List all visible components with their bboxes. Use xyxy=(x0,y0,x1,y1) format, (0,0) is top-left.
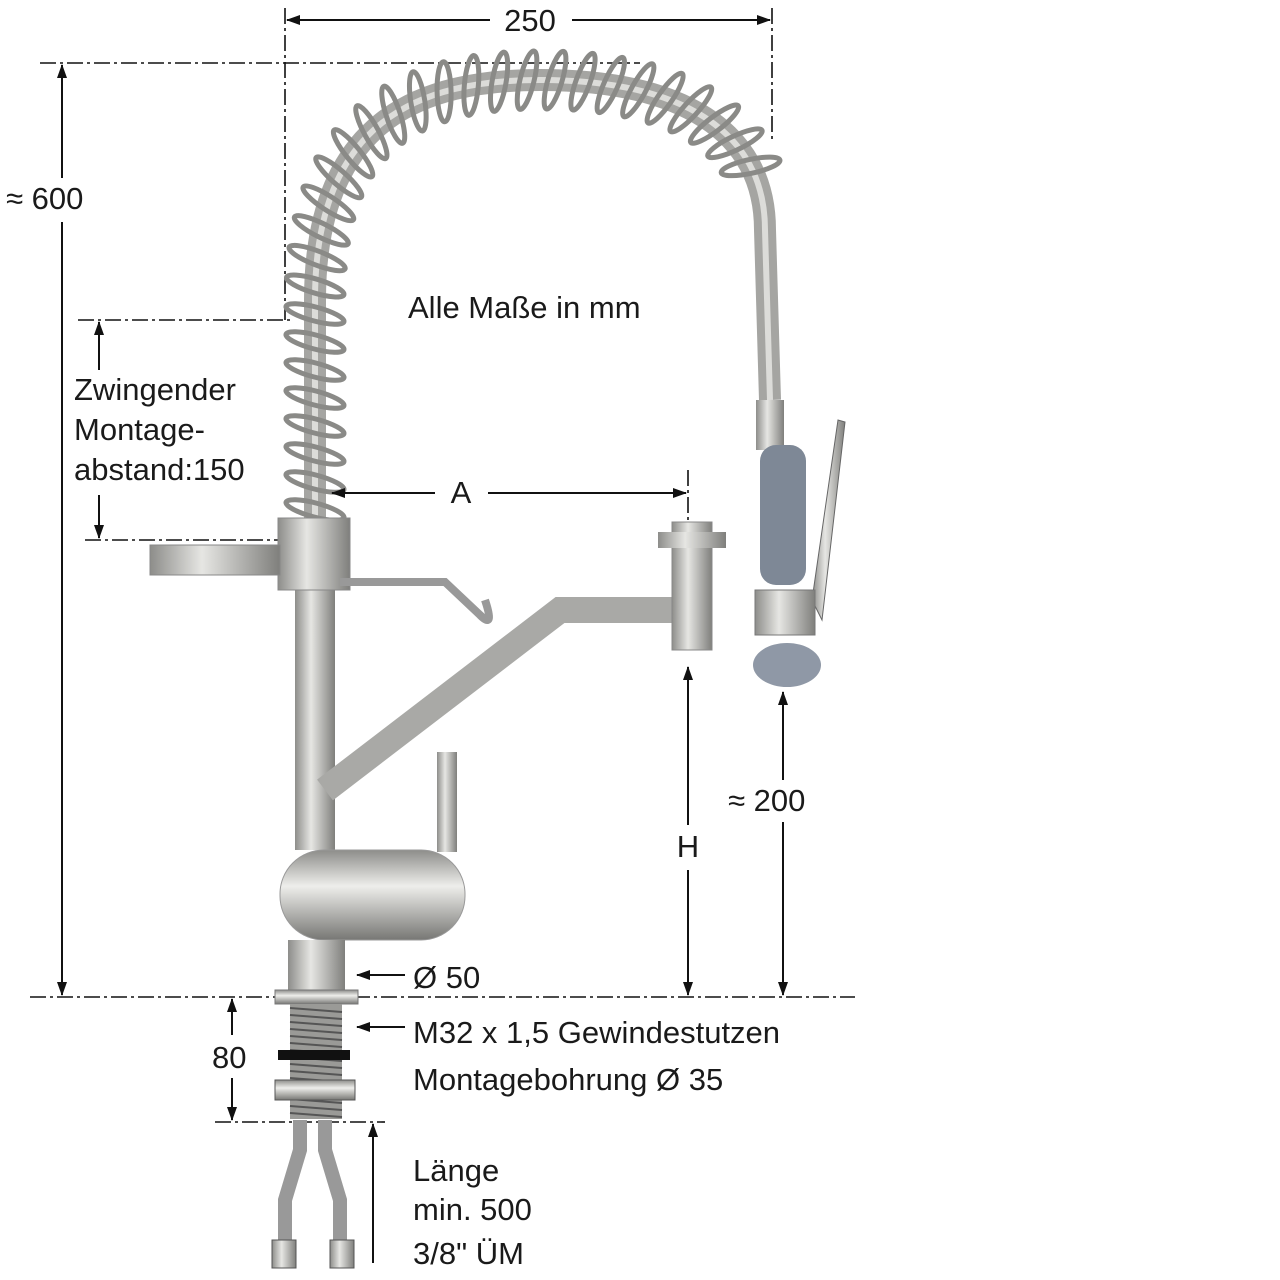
thread-line xyxy=(289,1070,343,1076)
mount-distance-line1: Zwingender xyxy=(74,372,236,407)
hose-length-line1: Länge xyxy=(413,1153,499,1188)
spring-coil xyxy=(300,183,357,224)
spring-coil xyxy=(718,154,783,179)
mount-distance-line3: abstand:150 xyxy=(74,452,245,487)
thread-line xyxy=(289,1007,343,1013)
spring-coil xyxy=(283,329,347,355)
thread-line xyxy=(289,1014,343,1020)
thread-line xyxy=(289,1112,343,1118)
spring-coil xyxy=(353,103,390,162)
spring-coil xyxy=(434,59,454,125)
width-label: 250 xyxy=(504,3,556,38)
spring-coil xyxy=(406,69,429,134)
spring-coil xyxy=(283,301,347,327)
base-diameter-label: Ø 50 xyxy=(413,960,480,995)
thread-line xyxy=(289,1042,343,1048)
spring-coil xyxy=(514,48,540,112)
thread-line xyxy=(289,1105,343,1111)
spring-coil xyxy=(283,385,347,411)
spring-coil xyxy=(330,127,376,180)
spring-coil xyxy=(379,83,408,146)
faucet-illustration xyxy=(149,48,846,1269)
spring-coil xyxy=(313,154,365,201)
spray-height-label: ≈ 200 xyxy=(728,783,805,818)
spring-coil xyxy=(286,242,348,274)
spring-coil xyxy=(291,213,351,248)
thread-line xyxy=(289,1021,343,1027)
hose-length-line3: 3/8" ÜM xyxy=(413,1236,524,1271)
spring-coil xyxy=(620,61,657,120)
hose-length-line2: min. 500 xyxy=(413,1192,532,1227)
spring-coil xyxy=(283,413,347,439)
spring-coil xyxy=(461,53,482,118)
thread-label: M32 x 1,5 Gewindestutzen xyxy=(413,1015,780,1050)
spout-height-label: H xyxy=(677,829,699,864)
spring-coils xyxy=(283,48,783,523)
dimension-lines xyxy=(57,15,788,1263)
spring-coil xyxy=(283,357,347,383)
thread-line xyxy=(289,1063,343,1069)
spring-coil xyxy=(283,272,347,300)
spring-coil xyxy=(644,70,686,126)
mount-distance-line2: Montage- xyxy=(74,412,205,447)
mount-hole-label: Montagebohrung Ø 35 xyxy=(413,1062,723,1097)
spring-coil xyxy=(541,48,569,112)
units-note: Alle Maße in mm xyxy=(408,290,641,325)
thread-line xyxy=(289,1028,343,1034)
thread-line xyxy=(289,1035,343,1041)
spring-coil xyxy=(568,50,598,113)
spring-coil xyxy=(687,102,742,146)
spring-coil xyxy=(283,441,347,467)
spring-coil xyxy=(667,84,715,135)
thread-length-label: 80 xyxy=(212,1040,246,1075)
spring-coil xyxy=(488,49,511,114)
height-label: ≈ 600 xyxy=(6,181,83,216)
spring-coil xyxy=(705,126,765,161)
reference-lines xyxy=(30,8,855,1123)
spring-coil xyxy=(594,54,627,116)
reach-label: A xyxy=(451,475,472,510)
